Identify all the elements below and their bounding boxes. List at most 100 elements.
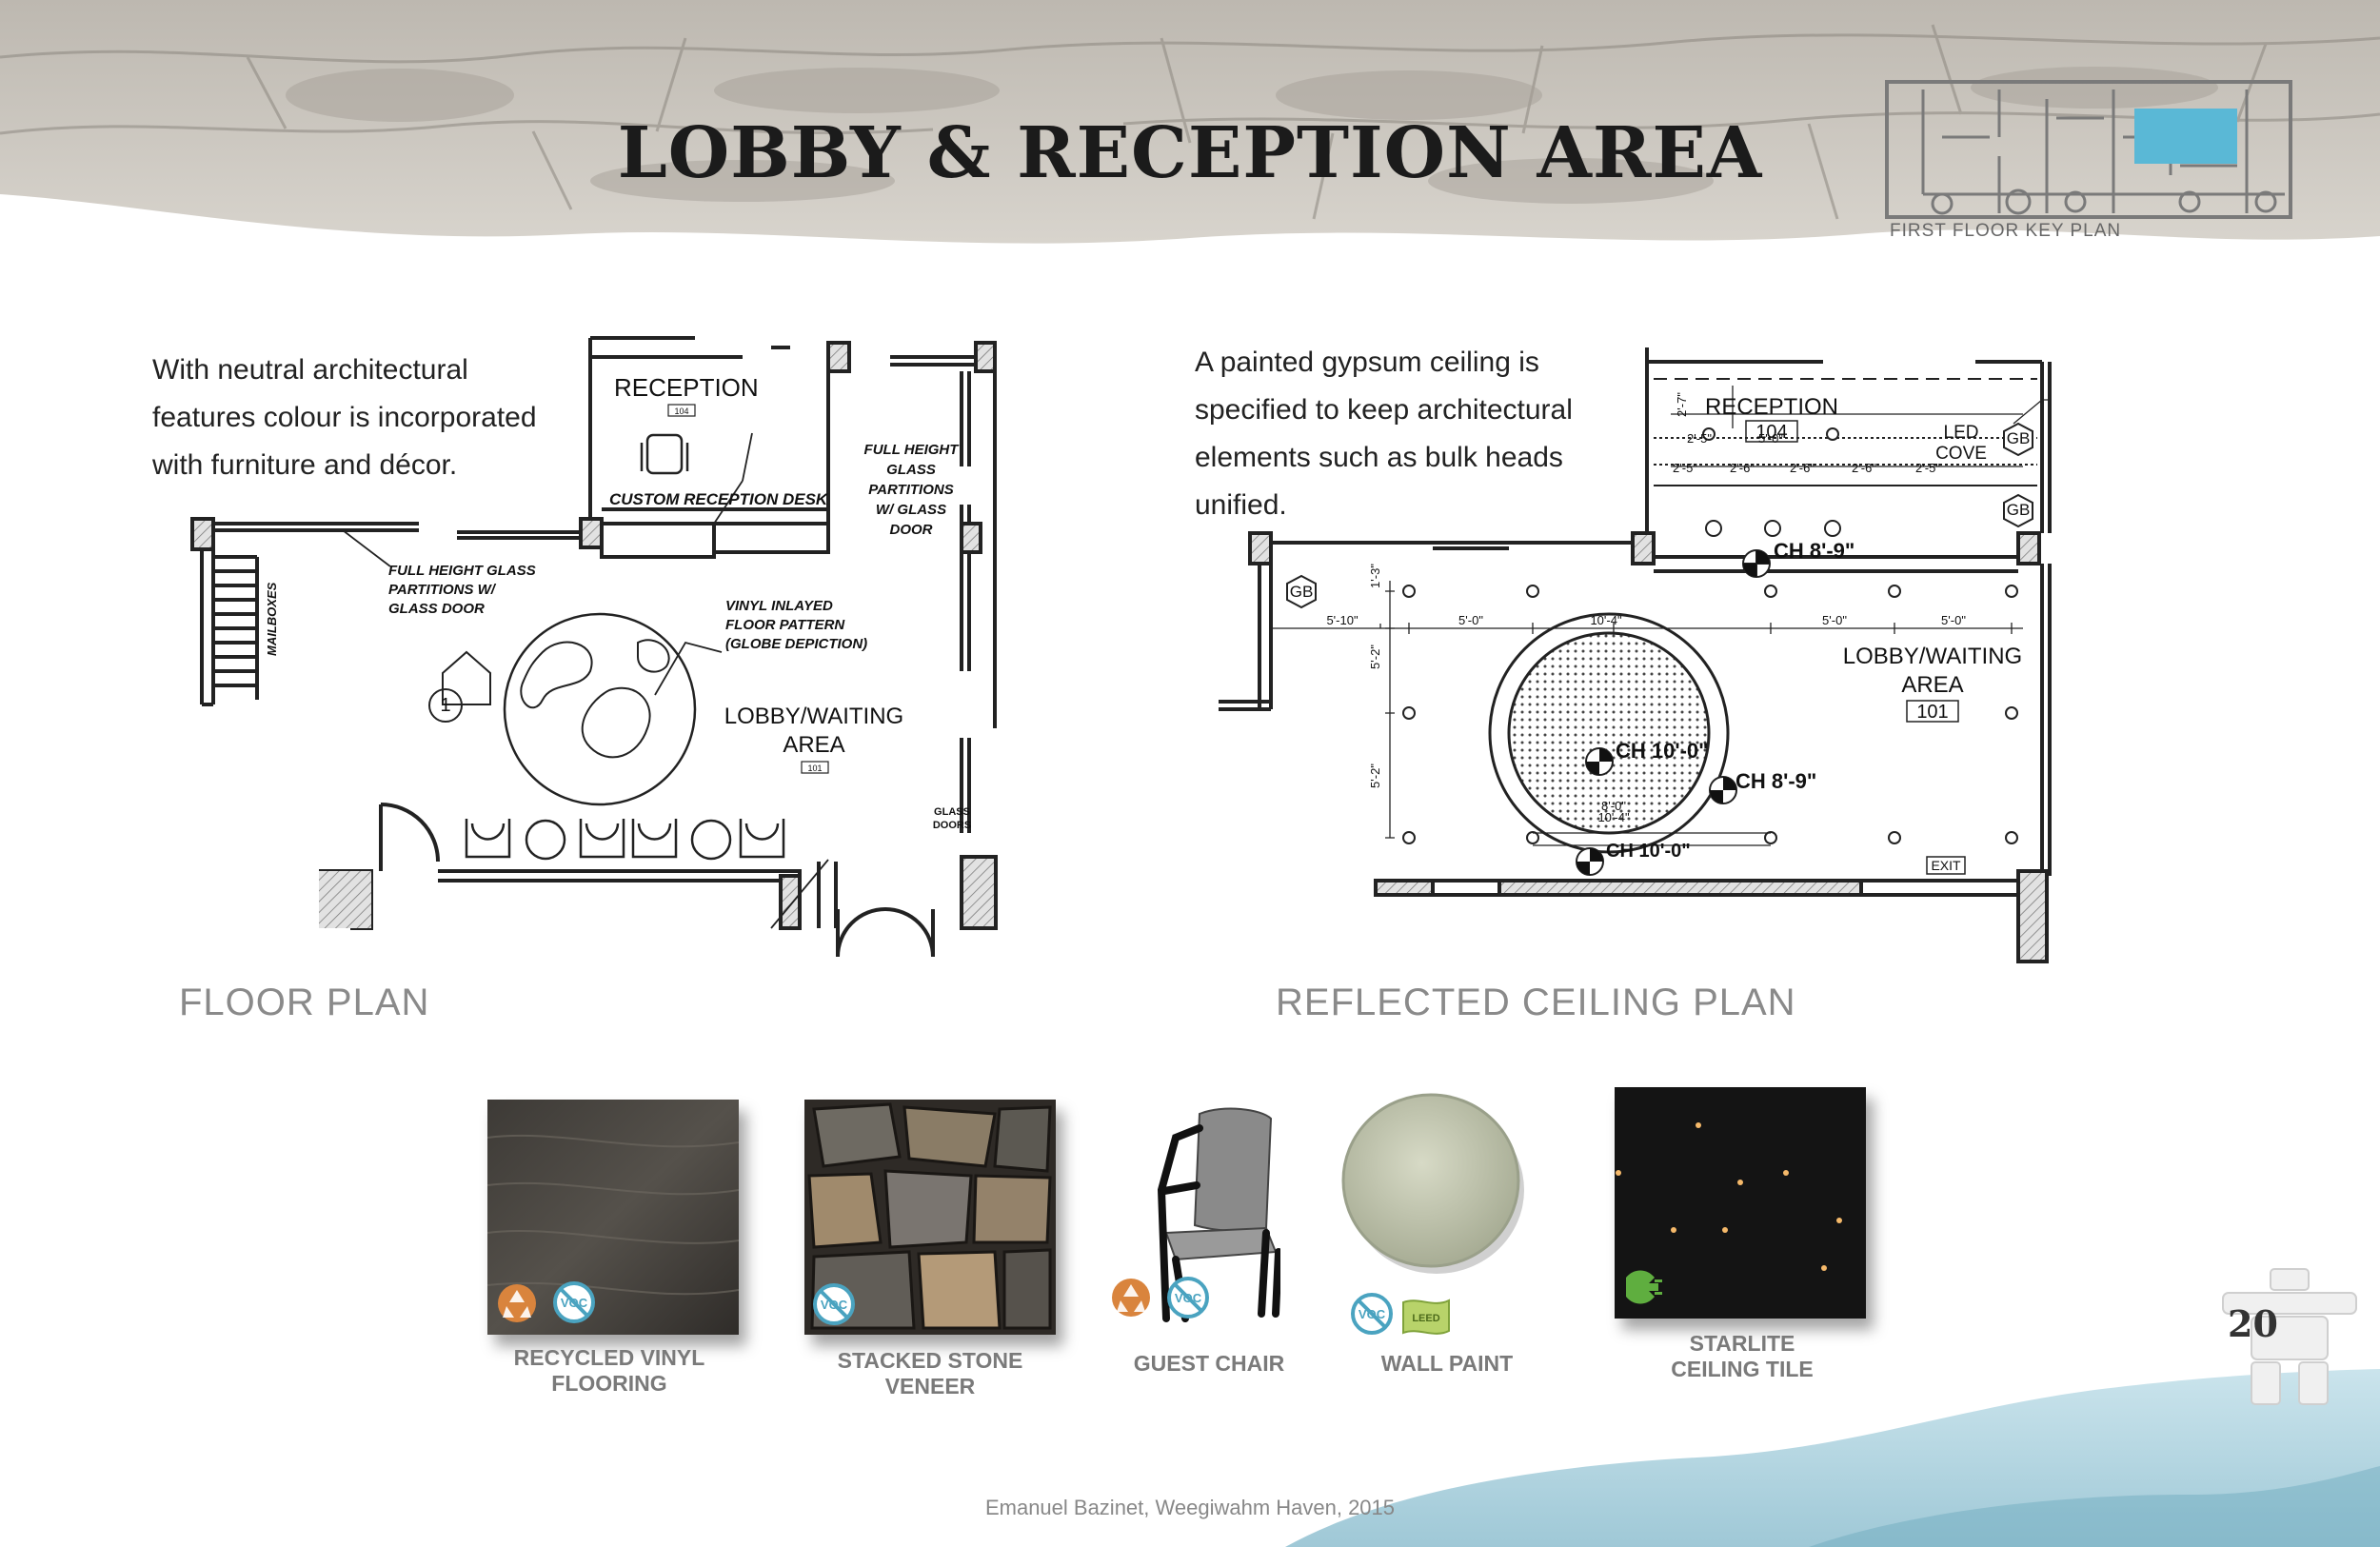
inukshuk-watermark-icon [2222, 1268, 2357, 1405]
floor-plan-drawing: RECEPTION 104 CUSTOM RECEPTION DESK FULL… [190, 336, 998, 958]
gb-label: GB [1290, 583, 1314, 601]
floor-desc-line-1: With neutral architectural [152, 354, 468, 386]
lobby-number: 101 [807, 764, 822, 773]
material-label-starlite: STARLITE CEILING TILE [1609, 1331, 1875, 1382]
material-label-line: STARLITE [1689, 1331, 1795, 1356]
energy-plug-icon [1626, 1270, 1662, 1304]
dimension-label: 2'-6" [1852, 461, 1876, 475]
floor-plan-description: With neutral architectural features colo… [152, 347, 537, 489]
section-marker [442, 650, 491, 705]
material-label-paint: WALL PAINT [1314, 1351, 1580, 1377]
recycle-icon [498, 1284, 536, 1322]
ceiling-desc-line-4: unified. [1195, 489, 1287, 521]
no-voc-icon: VOC [813, 1283, 855, 1325]
no-voc-icon: VOC [1351, 1293, 1393, 1335]
footer-credit: Emanuel Bazinet, Weegiwahm Haven, 2015 [984, 1496, 1396, 1519]
key-plan-highlight [2134, 109, 2237, 164]
globe-floor-pattern [503, 612, 697, 806]
dimension-label: 2'-5" [1673, 461, 1697, 475]
dimension-label: 1'-3" [1368, 564, 1382, 588]
ch-center-label-2: CH 10'-0" [1606, 841, 1691, 862]
dimension-label: 2'-5" [1915, 461, 1940, 475]
ceiling-lobby-number: 101 [1916, 702, 1948, 723]
material-label-stone: STACKED STONE VENEER [797, 1348, 1063, 1399]
glass-partition-note: PARTITIONS W/ [388, 582, 497, 598]
stone-banner-background [0, 0, 2380, 244]
lobby-label-line-2: AREA [783, 732, 844, 758]
ceiling-plan-description: A painted gypsum ceiling is specified to… [1195, 339, 1573, 529]
page-title: LOBBY & RECEPTION AREA [617, 112, 1763, 194]
dimension-label: 2'-5" [1687, 431, 1712, 446]
water-footer-background [1285, 1369, 2380, 1547]
ceiling-desc-line-2: specified to keep architectural [1195, 394, 1573, 426]
material-label-line: FLOORING [551, 1371, 667, 1396]
exit-sign: EXIT [1931, 858, 1961, 873]
material-label-line: VENEER [884, 1374, 976, 1398]
dimension-label: 2'-6" [1730, 461, 1755, 475]
glass-partition-note: GLASS DOOR [388, 601, 485, 617]
glass-partition-note: FULL HEIGHT GLASS [388, 563, 536, 579]
led-cove-label: COVE [1935, 444, 1987, 464]
partition-note-line: GLASS [886, 462, 936, 478]
floor-desc-line-3: with furniture and décor. [152, 449, 458, 481]
dimension-label: 5'-10" [1326, 613, 1359, 627]
material-label-line: WALL PAINT [1380, 1351, 1514, 1376]
wall-paint-swatch [1341, 1093, 1524, 1274]
ceiling-height-markers [1576, 549, 1771, 876]
ceiling-lobby-label: LOBBY/WAITING [1843, 644, 2022, 669]
ceiling-plan-label: REFLECTED CEILING PLAN [1276, 982, 1796, 1023]
floor-plan-label: FLOOR PLAN [179, 982, 430, 1023]
ceiling-desc-line-1: A painted gypsum ceiling is [1195, 347, 1539, 378]
partition-note-line: DOOR [890, 522, 933, 538]
glass-doors-note: GLASS [934, 806, 970, 818]
dimension-label: 2'-6" [1790, 461, 1815, 475]
material-label-chair: GUEST CHAIR [1076, 1351, 1342, 1377]
dimension-label: 5'-2" [1368, 645, 1382, 669]
voc-text: VOC [1359, 1307, 1386, 1321]
material-label-vinyl: RECYCLED VINYL FLOORING [476, 1345, 743, 1397]
lobby-label-line-1: LOBBY/WAITING [724, 704, 903, 729]
waiting-chairs [465, 819, 785, 861]
dimension-label: 5'-0" [1458, 613, 1483, 627]
dimension-label: 10'-4" [1590, 613, 1622, 627]
recycle-icon [1112, 1279, 1150, 1317]
page-number: 20 [2228, 1302, 2278, 1345]
gb-label: GB [2007, 429, 2031, 447]
ceiling-lobby-label: AREA [1901, 672, 1963, 698]
reception-number: 104 [674, 407, 688, 416]
material-label-line: GUEST CHAIR [1133, 1351, 1285, 1376]
voc-text: VOC [1175, 1291, 1202, 1305]
ch-ring-label: CH 8'-9" [1735, 769, 1816, 793]
material-label-line: CEILING TILE [1671, 1357, 1814, 1381]
partition-note-line: PARTITIONS [868, 482, 953, 498]
ceiling-reception-label: RECEPTION [1705, 394, 1838, 420]
dimension-label: 5'-2" [1368, 764, 1382, 788]
reception-chair [640, 433, 689, 475]
vinyl-note: VINYL INLAYED [725, 598, 833, 614]
leed-icon: LEED [1402, 1299, 1450, 1335]
ch-reception-label: CH 8'-9" [1774, 539, 1854, 563]
no-voc-icon: VOC [1167, 1277, 1209, 1319]
partition-note-line: W/ GLASS [876, 502, 946, 518]
partition-note-line: FULL HEIGHT [864, 442, 961, 458]
led-cove-label: LED [1944, 423, 1979, 443]
floor-desc-line-2: features colour is incorporated [152, 402, 537, 433]
desk-label: CUSTOM RECEPTION DESK [609, 490, 829, 508]
section-marker-number: 1 [440, 695, 450, 716]
circular-bulkhead [1488, 612, 1730, 854]
dimension-label: 10'-4" [1597, 810, 1630, 824]
gb-label: GB [2007, 501, 2031, 519]
ceiling-reception-number: 104 [1755, 422, 1787, 443]
material-label-line: STACKED STONE [837, 1348, 1023, 1373]
dimension-label: 8'-0" [1601, 799, 1626, 813]
reflected-ceiling-plan-drawing: GB GB GB 5'-10" 5'-0" 10'-4" 5'-0" 5'-0"… [1219, 347, 2052, 963]
mailboxes-label: MAILBOXES [265, 582, 279, 656]
dimension-label: 2'-7" [1675, 392, 1689, 417]
key-plan-label: FIRST FLOOR KEY PLAN [1890, 221, 2122, 241]
no-voc-icon: VOC [553, 1281, 595, 1323]
vinyl-note: (GLOBE DEPICTION) [725, 636, 867, 652]
glass-doors-note: DOORS [933, 820, 971, 831]
vinyl-note: FLOOR PATTERN [725, 617, 845, 633]
voc-text: VOC [561, 1296, 588, 1310]
reception-label: RECEPTION [614, 373, 759, 402]
